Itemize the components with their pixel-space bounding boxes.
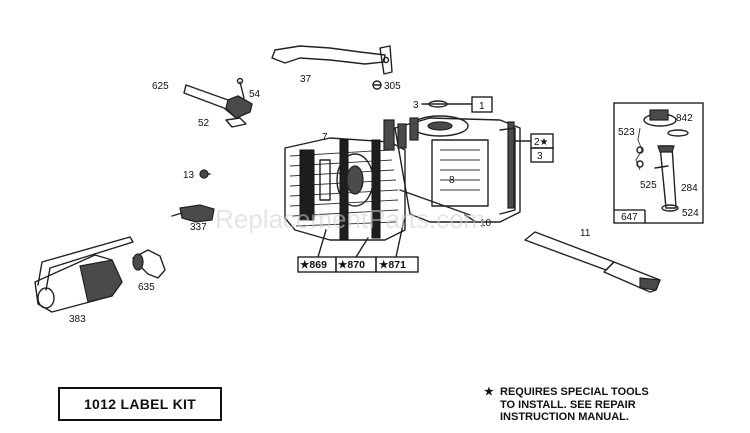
dipstick-kit-box: [613, 102, 704, 224]
label-305: 305: [384, 81, 401, 92]
label-37: 37: [300, 74, 312, 85]
label-3: 3: [413, 100, 419, 111]
label-2-star: 2★: [534, 137, 549, 148]
label-524: 524: [682, 208, 699, 219]
label-10: 10: [480, 218, 492, 229]
label-52: 52: [198, 118, 210, 129]
part-37-plate: [271, 45, 393, 75]
label-523: 523: [618, 127, 635, 138]
label-337: 337: [190, 222, 207, 233]
engine-block: [284, 115, 521, 241]
label-54: 54: [249, 89, 261, 100]
note-line-1: REQUIRES SPECIAL TOOLS: [500, 386, 649, 398]
part-635-elbow: [132, 249, 166, 279]
note-text: REQUIRES SPECIAL TOOLS TO INSTALL. SEE R…: [500, 386, 649, 424]
callout-869-870-871: [297, 219, 419, 273]
label-284: 284: [681, 183, 698, 194]
part-337-spark-plug: [171, 204, 215, 223]
part-305-screw: [372, 80, 382, 90]
part-11-hex-key: [524, 231, 661, 293]
label-383: 383: [69, 314, 86, 325]
label-647: 647: [621, 212, 638, 223]
part-13-screw: [199, 169, 211, 179]
part-625-breather-tube: [183, 77, 253, 128]
label-525: 525: [640, 180, 657, 191]
note-line-3: INSTRUCTION MANUAL.: [500, 411, 629, 423]
star-icon: ★: [484, 386, 494, 398]
label-8: 8: [449, 175, 455, 186]
label-3b: 3: [537, 151, 543, 162]
label-kit-text: 1012 LABEL KIT: [83, 396, 197, 412]
callout-3-1: [421, 96, 493, 113]
note-line-2: TO INSTALL. SEE REPAIR: [500, 398, 636, 411]
part-383-muffler: [34, 236, 134, 313]
label-1: 1: [479, 101, 485, 112]
label-625: 625: [152, 81, 169, 92]
label-kit-box: 1012 LABEL KIT: [58, 387, 222, 421]
label-11: 11: [580, 228, 591, 239]
label-13: 13: [183, 170, 195, 181]
watermark: ReplacementParts.com: [215, 204, 485, 234]
label-871: ★871: [379, 259, 406, 271]
label-869: ★869: [300, 259, 327, 271]
label-7: 7: [322, 132, 328, 143]
label-635: 635: [138, 282, 155, 293]
label-870: ★870: [338, 259, 365, 271]
label-842: 842: [676, 113, 693, 124]
